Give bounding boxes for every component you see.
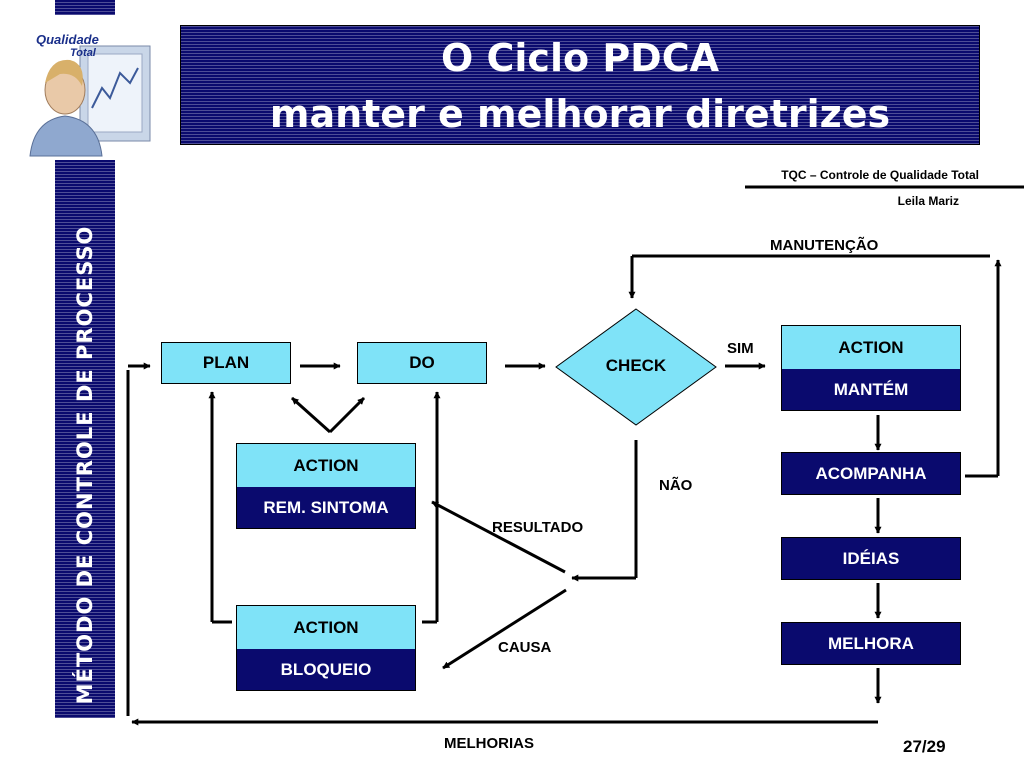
action-bloqueio-bottom: BLOQUEIO bbox=[237, 649, 415, 690]
qualidade-total-logo: Qualidade Total bbox=[29, 32, 151, 157]
rem-sintoma-to-plan-arrow bbox=[290, 396, 332, 434]
course-title: TQC – Controle de Qualidade Total bbox=[781, 168, 979, 182]
action-bloqueio-box: ACTION BLOQUEIO bbox=[236, 605, 416, 691]
plan-box: PLAN bbox=[161, 342, 291, 384]
check-diamond bbox=[555, 308, 717, 426]
rem-sintoma-to-do-arrow bbox=[328, 396, 366, 434]
acompanha-box: ACOMPANHA bbox=[781, 452, 961, 495]
action-mantem-box: ACTION MANTÉM bbox=[781, 325, 961, 411]
nao-label: NÃO bbox=[659, 477, 693, 494]
author-name: Leila Mariz bbox=[897, 194, 959, 208]
acompanha-label: ACOMPANHA bbox=[815, 464, 927, 483]
action-mantem-bottom: MANTÉM bbox=[782, 369, 960, 410]
melhora-box: MELHORA bbox=[781, 622, 961, 665]
melhora-label: MELHORA bbox=[828, 634, 914, 653]
resultado-arrow bbox=[431, 500, 566, 574]
action-rem-sintoma-box: ACTION REM. SINTOMA bbox=[236, 443, 416, 529]
title-banner: O Ciclo PDCA manter e melhorar diretrize… bbox=[180, 25, 980, 145]
causa-label: CAUSA bbox=[498, 639, 552, 656]
ideias-label: IDÉIAS bbox=[842, 549, 900, 568]
title-line-2: manter e melhorar diretrizes bbox=[269, 92, 891, 136]
plan-label: PLAN bbox=[202, 353, 250, 372]
causa-arrow bbox=[442, 588, 567, 670]
action-rem-sintoma-bottom: REM. SINTOMA bbox=[237, 487, 415, 528]
svg-text:Total: Total bbox=[70, 47, 97, 59]
title-line-1: O Ciclo PDCA bbox=[440, 36, 720, 80]
sim-label: SIM bbox=[727, 340, 754, 357]
ideias-box: IDÉIAS bbox=[781, 537, 961, 580]
action-rem-sintoma-top: ACTION bbox=[237, 444, 415, 487]
side-bar-top bbox=[55, 0, 115, 15]
svg-text:Qualidade: Qualidade bbox=[36, 32, 99, 47]
action-mantem-top: ACTION bbox=[782, 326, 960, 369]
resultado-label: RESULTADO bbox=[492, 519, 584, 536]
do-box: DO bbox=[357, 342, 487, 384]
page-number: 27/29 bbox=[903, 737, 946, 756]
side-bar bbox=[55, 160, 115, 718]
manutencao-label: MANUTENÇÃO bbox=[770, 237, 879, 254]
action-bloqueio-top: ACTION bbox=[237, 606, 415, 649]
melhorias-label: MELHORIAS bbox=[444, 735, 534, 752]
check-label: CHECK bbox=[605, 356, 667, 375]
do-label: DO bbox=[409, 353, 435, 372]
